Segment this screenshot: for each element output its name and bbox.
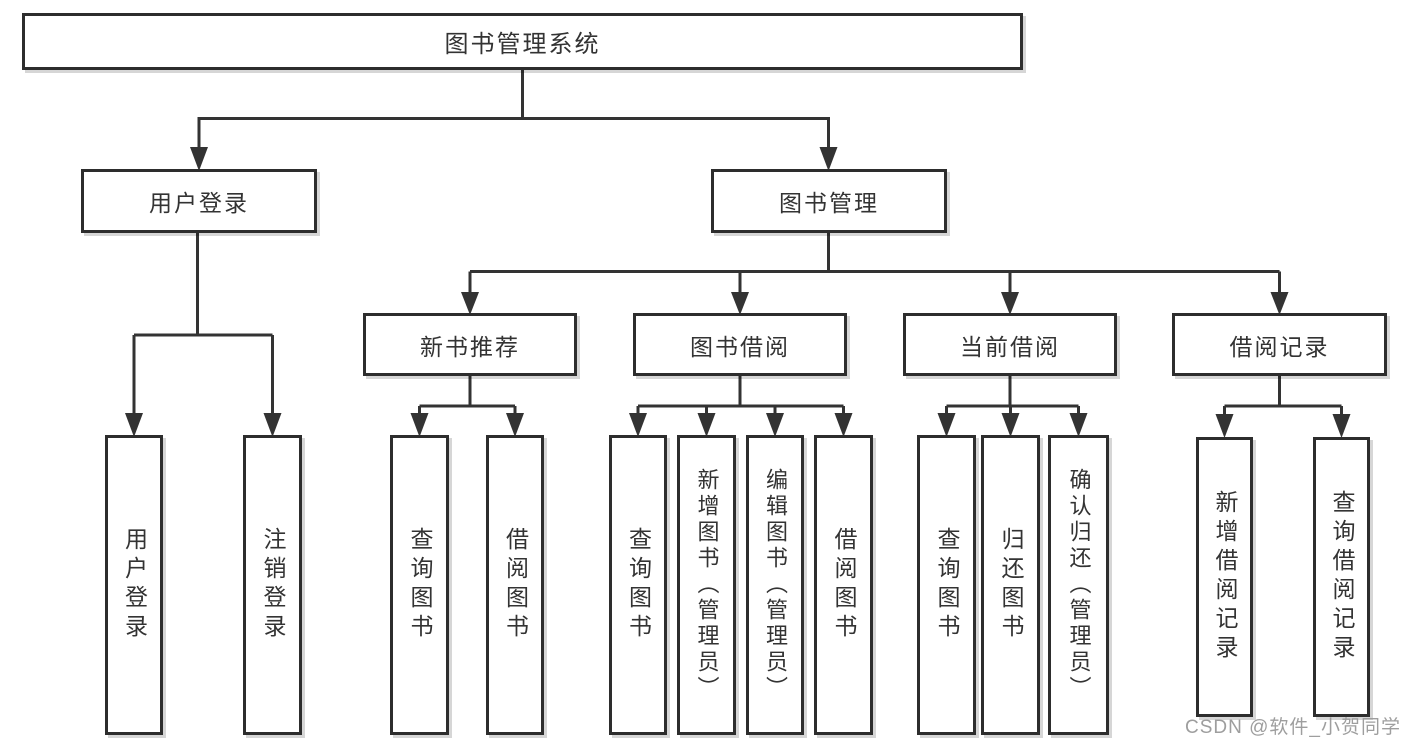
arrowhead (410, 413, 429, 437)
leaf-records-add-record-label: 新增借阅记录 (1212, 490, 1238, 664)
node-user-login: 用户登录 (81, 169, 317, 233)
arrowhead (937, 413, 956, 437)
watermark: CSDN @软件_小贺同学 (1185, 717, 1401, 738)
leaf-recommend-query-books: 查询图书 (390, 435, 449, 735)
arrowhead (1001, 292, 1019, 315)
arrowhead (125, 413, 143, 437)
leaf-recommend-borrow-books: 借阅图书 (486, 435, 544, 735)
arrowhead (697, 413, 716, 437)
node-root-label: 图书管理系统 (444, 31, 601, 58)
node-user-login-label: 用户登录 (149, 190, 249, 216)
leaf-user-login: 用户登录 (105, 435, 163, 735)
leaf-current-return-books: 归还图书 (981, 435, 1040, 735)
node-book-management-label: 图书管理 (779, 190, 879, 216)
leaf-borrow-query-books: 查询图书 (609, 435, 667, 735)
leaf-borrow-edit-books-admin: 编辑图书（管理员） (746, 435, 804, 735)
connector-borrow-branch (629, 376, 853, 437)
leaf-current-query-books-label: 查询图书 (934, 527, 960, 643)
leaf-current-confirm-return-admin-label: 确认归还（管理员） (1066, 468, 1092, 702)
leaf-borrow-borrow-books: 借阅图书 (814, 435, 873, 735)
node-book-management: 图书管理 (711, 169, 947, 233)
leaf-borrow-edit-books-admin-label: 编辑图书（管理员） (763, 468, 788, 702)
leaf-recommend-query-books-label: 查询图书 (407, 527, 433, 643)
connector-user-branch (125, 232, 282, 437)
leaf-records-query-record-label: 查询借阅记录 (1329, 490, 1355, 664)
connector-books-to-level3 (461, 232, 1289, 315)
leaf-user-login-label: 用户登录 (121, 527, 148, 643)
node-book-borrow: 图书借阅 (633, 313, 847, 376)
arrowhead (1215, 414, 1234, 438)
leaf-recommend-borrow-books-label: 借阅图书 (502, 527, 529, 643)
connector-recommend-branch (410, 376, 524, 437)
leaf-records-add-record: 新增借阅记录 (1196, 437, 1253, 717)
leaf-current-confirm-return-admin: 确认归还（管理员） (1048, 435, 1109, 735)
connector-records-branch (1215, 376, 1351, 438)
node-borrow-records-label: 借阅记录 (1229, 333, 1330, 360)
node-root: 图书管理系统 (22, 13, 1023, 70)
arrowhead (766, 413, 784, 437)
arrowhead (1069, 413, 1088, 437)
arrowhead (1332, 414, 1351, 438)
connector-current-branch (937, 376, 1088, 437)
arrowhead (461, 292, 479, 315)
node-book-borrow-label: 图书借阅 (690, 333, 790, 360)
leaf-logout-label: 注销登录 (260, 527, 286, 643)
arrowhead (731, 292, 749, 315)
node-new-book-recommend-label: 新书推荐 (420, 333, 520, 360)
leaf-records-query-record: 查询借阅记录 (1313, 437, 1370, 717)
leaf-borrow-add-books-admin-label: 新增图书（管理员） (694, 468, 720, 702)
leaf-logout: 注销登录 (243, 435, 302, 735)
leaf-current-query-books: 查询图书 (917, 435, 976, 735)
arrowhead (263, 413, 282, 437)
arrowhead (629, 413, 647, 437)
node-current-borrow: 当前借阅 (903, 313, 1117, 376)
leaf-borrow-query-books-label: 查询图书 (625, 527, 652, 643)
arrowhead (1270, 292, 1289, 315)
node-borrow-records: 借阅记录 (1172, 313, 1387, 376)
leaf-borrow-add-books-admin: 新增图书（管理员） (677, 435, 736, 735)
node-new-book-recommend: 新书推荐 (363, 313, 577, 376)
leaf-borrow-borrow-books-label: 借阅图书 (831, 527, 857, 643)
arrowhead (1001, 413, 1020, 437)
connector-root-to-level2 (190, 68, 838, 171)
leaf-current-return-books-label: 归还图书 (998, 527, 1024, 643)
arrowhead (190, 147, 208, 171)
node-current-borrow-label: 当前借阅 (960, 333, 1060, 360)
arrowhead (506, 413, 524, 437)
arrowhead (834, 413, 853, 437)
arrowhead (819, 147, 838, 171)
